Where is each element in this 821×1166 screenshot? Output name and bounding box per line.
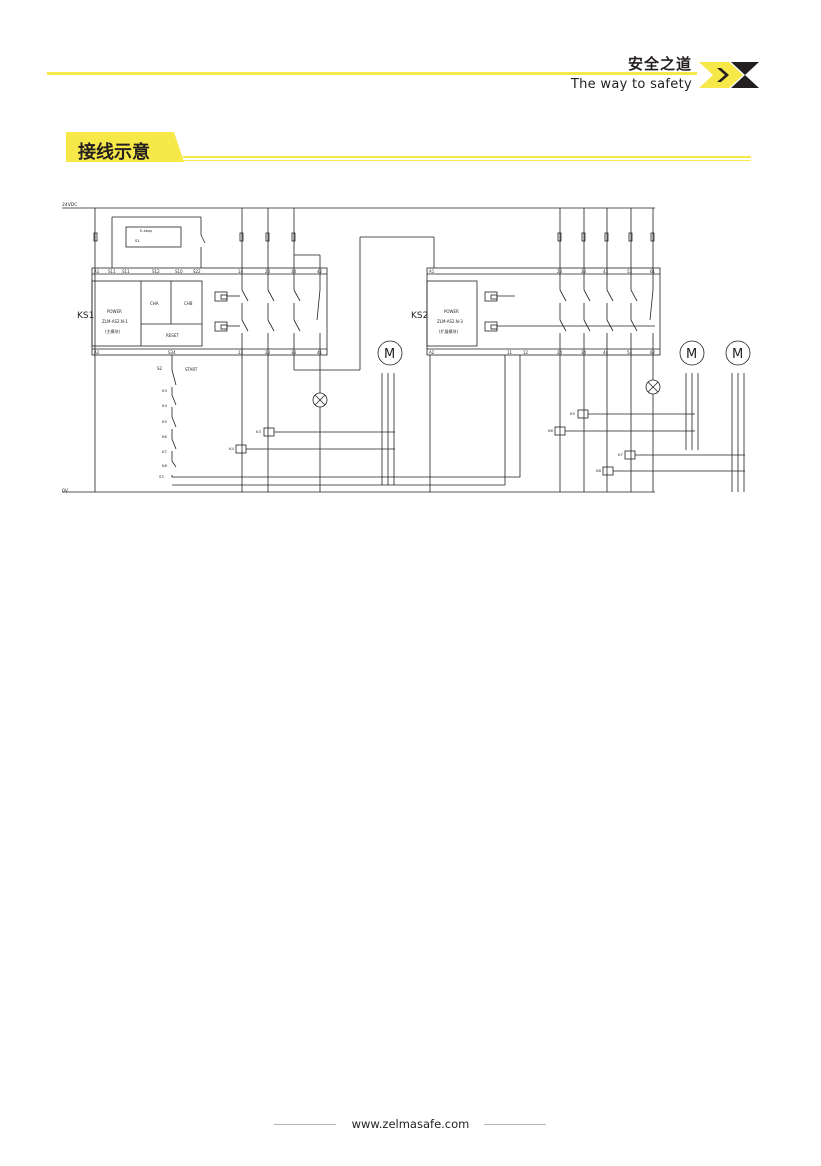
footer-rule-left — [274, 1124, 336, 1125]
ks2-sub: (扩展模块) — [439, 328, 459, 334]
footer-website[interactable]: www.zelmasafe.com — [351, 1117, 470, 1131]
ks1-term-s12: S12 — [152, 269, 160, 274]
svg-text:K8: K8 — [162, 463, 167, 468]
motor-1 — [377, 340, 403, 366]
ks1-reset: RESET — [166, 333, 179, 338]
svg-text:A2: A2 — [429, 350, 435, 355]
header-rule — [47, 72, 697, 75]
section-title: 接线示意 — [78, 142, 150, 163]
svg-text:11: 11 — [507, 350, 513, 355]
ks1-term-a1: A1 — [94, 269, 100, 274]
ks1-term-s11a: S11 — [108, 269, 116, 274]
ks1-model: ZLM-AS2.N-1 — [102, 319, 128, 324]
ks1-term-a2: A2 — [94, 350, 100, 355]
svg-text:53: 53 — [627, 269, 633, 274]
motor-3 — [725, 340, 751, 366]
svg-text:A1: A1 — [429, 269, 435, 274]
brand-english: The way to safety — [570, 77, 692, 92]
ks1-sub: (主模块) — [105, 328, 121, 334]
wiring-diagram: 24VDC 0V KS1 POWER ZLM-AS2.N-1 (主模块) CHA… — [62, 202, 751, 494]
svg-text:K5: K5 — [570, 411, 575, 416]
ks1-term-s34: S34 — [168, 350, 176, 355]
ks2-name: KS2 — [411, 311, 428, 321]
svg-text:M: M — [732, 347, 743, 362]
ks1-name: KS1 — [77, 311, 94, 321]
svg-text:54: 54 — [627, 350, 633, 355]
ks1-power: POWER — [107, 309, 122, 314]
svg-text:M: M — [686, 347, 697, 362]
svg-text:K8: K8 — [596, 468, 601, 473]
ks1-chb: CHB — [184, 301, 193, 306]
ks1-term-s22: S22 — [193, 269, 201, 274]
svg-text:M: M — [384, 347, 395, 362]
ks1-term-14: 14 — [238, 269, 244, 274]
chevron-logo-icon — [699, 62, 759, 88]
s2-label: S2 — [157, 366, 163, 371]
section-tab — [66, 132, 184, 162]
ks1-term-s10: S10 — [175, 269, 183, 274]
section-rule — [183, 156, 751, 158]
ks2-power: POWER — [444, 309, 459, 314]
s1-label: S1 — [135, 238, 140, 243]
ground-label: 0V — [62, 488, 69, 494]
supply-label: 24VDC — [62, 202, 77, 208]
svg-text:12: 12 — [523, 350, 529, 355]
ks1-term-s11b: S11 — [122, 269, 130, 274]
motor-2 — [679, 340, 705, 366]
ks1-contacts — [241, 208, 321, 492]
motor-1-wires — [381, 373, 395, 485]
svg-text:K7: K7 — [162, 449, 167, 454]
svg-text:K4: K4 — [229, 446, 234, 451]
ks2-inner — [426, 280, 478, 347]
ks1-cha: CHA — [150, 301, 159, 306]
svg-text:K3: K3 — [256, 429, 261, 434]
svg-text:K5: K5 — [162, 419, 167, 424]
estop-label: E-stop — [140, 228, 153, 233]
svg-text:K4: K4 — [162, 403, 167, 408]
svg-text:S3: S3 — [159, 474, 164, 479]
svg-text:K6: K6 — [548, 428, 553, 433]
svg-text:K6: K6 — [162, 434, 167, 439]
footer-rule-right — [484, 1124, 546, 1125]
svg-text:44: 44 — [603, 350, 609, 355]
svg-text:K3: K3 — [162, 388, 167, 393]
start-label: START — [185, 367, 198, 372]
svg-text:K7: K7 — [618, 452, 623, 457]
ks1-term-13: 13 — [238, 350, 244, 355]
brand-chinese: 安全之道 — [627, 55, 692, 73]
ks1-inner — [91, 280, 203, 347]
ks2-model: ZLM-AS2.N-3 — [437, 319, 463, 324]
section-rule-thin — [183, 160, 751, 161]
svg-text:43: 43 — [603, 269, 609, 274]
